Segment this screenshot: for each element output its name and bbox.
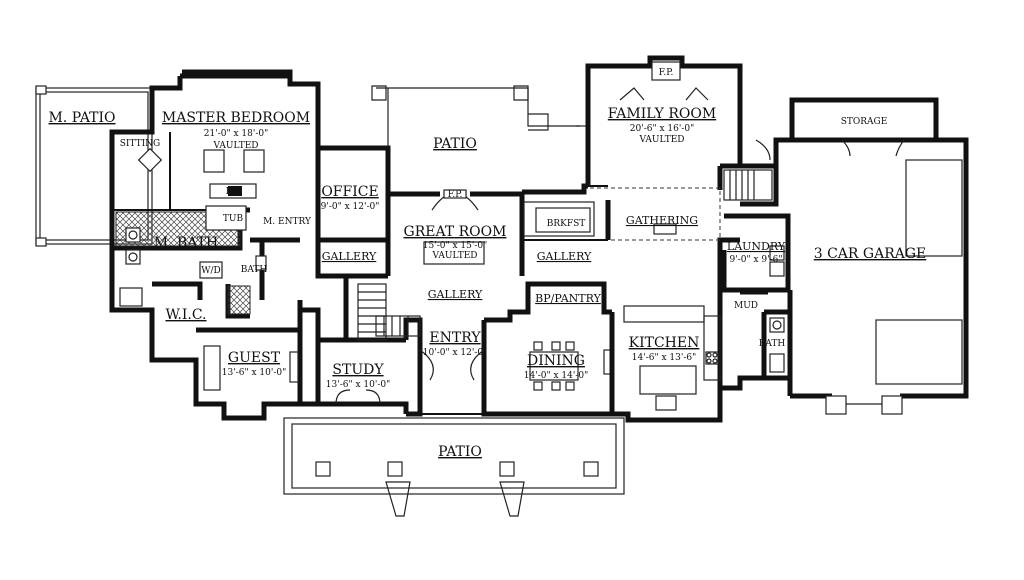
garage-bay-icon xyxy=(905,159,963,257)
bath-small-label: BATH xyxy=(241,265,268,275)
kitchen-label: KITCHEN xyxy=(629,335,700,351)
storage-label: STORAGE xyxy=(841,117,888,127)
entry-label: ENTRY xyxy=(429,330,481,346)
dining-dims: 14'-0" x 14'-0" xyxy=(524,371,588,381)
gallery-left-label: GALLERY xyxy=(322,250,377,263)
kitchen-fixtures xyxy=(623,305,721,411)
laundry-label: LAUNDRY xyxy=(727,240,786,253)
study-label: STUDY xyxy=(332,362,384,378)
patio-bottom-label: PATIO xyxy=(438,444,482,460)
brkfst-label: BRKFST xyxy=(547,219,586,229)
washer-dryer-icon xyxy=(199,261,223,279)
bath-garage-label: BATH xyxy=(759,339,786,349)
family-fixtures xyxy=(523,61,721,241)
sitting-label: SITTING xyxy=(120,139,161,149)
washer-dryer-label: W/D xyxy=(201,266,221,276)
great-room-note: VAULTED xyxy=(431,251,477,261)
fireplace-master-label: F.P. xyxy=(226,187,241,197)
laundry-fixtures xyxy=(769,245,785,373)
entry-dims: 10'-0" x 12'-0" xyxy=(423,348,487,358)
guest-dims: 13'-6" x 10'-0" xyxy=(222,368,286,378)
garage-bath-toilet-icon xyxy=(769,353,785,373)
bath-toilet-icon xyxy=(255,255,267,271)
m-bath-label: M. BATH xyxy=(154,235,218,251)
great-room-fireplace xyxy=(423,189,485,265)
guest-fixtures xyxy=(203,345,299,391)
entry-doors xyxy=(419,349,485,415)
m-entry-label: M. ENTRY xyxy=(263,217,312,227)
patio-top-area xyxy=(371,85,588,148)
shower-tile xyxy=(227,285,251,315)
toilet-icon xyxy=(119,287,143,307)
patio-top-label: PATIO xyxy=(433,136,477,152)
garage-label: 3 CAR GARAGE xyxy=(814,246,927,262)
tub-icon xyxy=(205,205,247,231)
office-label: OFFICE xyxy=(321,184,378,200)
stairs xyxy=(357,283,421,341)
master-bedroom-label: MASTER BEDROOM xyxy=(162,110,310,126)
gathering-label: GATHERING xyxy=(626,214,698,227)
bp-pantry-label: BP/PANTRY xyxy=(535,292,601,305)
master-bedroom-note: VAULTED xyxy=(212,141,258,151)
guest-label: GUEST xyxy=(228,350,281,366)
dining-table-icon xyxy=(529,351,579,381)
master-fixtures xyxy=(119,147,267,307)
dining-label: DINING xyxy=(527,353,585,369)
family-room-label: FAMILY ROOM xyxy=(608,106,716,122)
mud-stairs xyxy=(723,169,773,201)
mud-label: MUD xyxy=(734,301,758,311)
master-wing-walls xyxy=(109,69,321,421)
garage-walls xyxy=(755,97,969,415)
study-dining-fixtures xyxy=(335,341,613,405)
m-patio-label: M. PATIO xyxy=(48,110,115,126)
patio-bottom-area xyxy=(283,417,625,517)
fireplace-great-label: F.P. xyxy=(448,190,463,200)
gallery-center-label: GALLERY xyxy=(428,288,483,301)
dryer-icon xyxy=(769,261,785,277)
office-dims: 9'-0" x 12'-0" xyxy=(321,202,380,212)
gallery-right-label: GALLERY xyxy=(537,250,592,263)
family-room-dims: 20'-6" x 16'-0" xyxy=(630,124,694,134)
tub-label: TUB xyxy=(223,214,244,224)
family-room-note: VAULTED xyxy=(638,135,684,145)
wic-label: W.I.C. xyxy=(165,307,206,323)
fireplace-family-icon xyxy=(651,61,681,81)
sitting-chair-icon xyxy=(137,147,163,173)
kitchen-island-icon xyxy=(639,365,697,395)
great-room-label: GREAT ROOM xyxy=(404,224,507,240)
great-room-dims: 15'-0" x 15'-0" xyxy=(423,241,487,251)
fireplace-family-label: F.P. xyxy=(659,68,674,78)
guest-bed-icon xyxy=(203,345,221,391)
bed-nightstand-icon xyxy=(203,149,225,173)
master-bedroom-dims: 21'-0" x 18'-0" xyxy=(204,129,268,139)
washer-icon xyxy=(769,245,785,261)
study-dims: 13'-6" x 10'-0" xyxy=(326,380,390,390)
kitchen-dims: 14'-6" x 13'-6" xyxy=(632,353,696,363)
laundry-dims: 9'-0" x 9'-6" xyxy=(729,255,782,265)
